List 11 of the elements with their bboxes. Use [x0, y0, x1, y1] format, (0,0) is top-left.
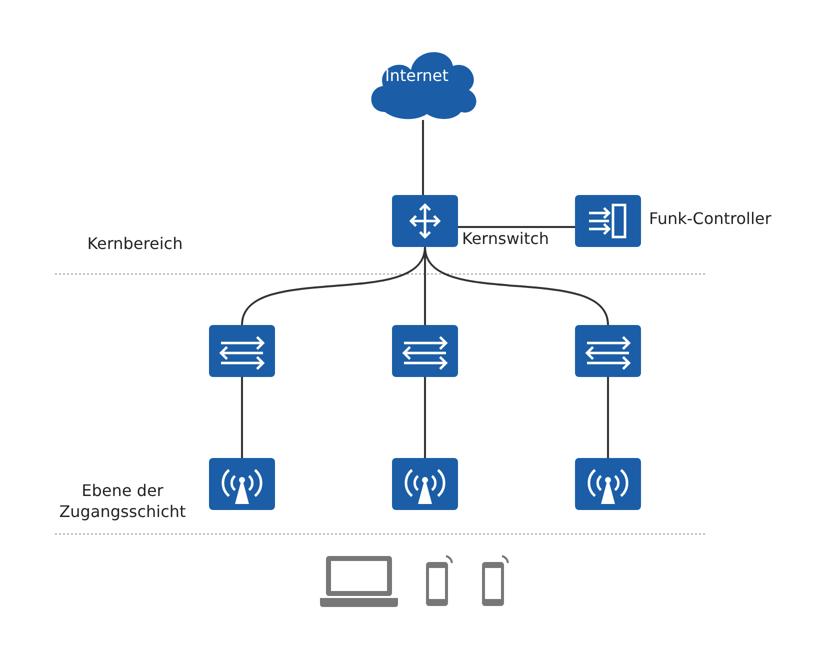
connection-line	[422, 120, 424, 195]
cloud-label: Internet	[385, 66, 449, 86]
connection-line	[458, 226, 575, 228]
connection-line	[424, 246, 609, 326]
connection-line	[607, 377, 609, 458]
layer-label: Ebene der Zugangsschicht	[58, 480, 187, 522]
device-label: Funk-Controller	[649, 209, 772, 229]
connection-line	[241, 377, 243, 458]
layer-label: Kernbereich	[86, 233, 184, 254]
connection-line	[424, 377, 426, 458]
device-label: Kernswitch	[462, 229, 550, 249]
